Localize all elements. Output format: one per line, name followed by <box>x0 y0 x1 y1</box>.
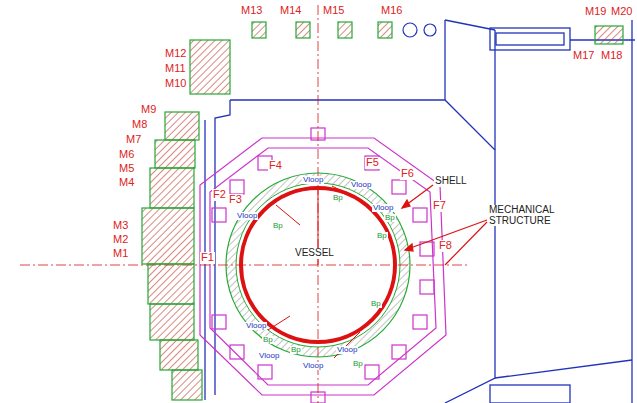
part-label: M18 <box>600 50 623 62</box>
part-label: Bp <box>332 194 344 202</box>
part-label: F5 <box>365 157 380 169</box>
part-label: M7 <box>125 134 142 146</box>
part-label: F6 <box>400 168 415 180</box>
part-label: Vloop <box>336 346 358 354</box>
part-label: Bp <box>370 300 382 308</box>
part-label: F4 <box>268 160 283 172</box>
part-label: M4 <box>118 177 135 189</box>
part-label: M20 <box>610 6 633 18</box>
part-label: Vloop <box>372 204 394 212</box>
part-label: F2 <box>212 189 227 201</box>
part-label: M10 <box>164 78 187 90</box>
part-label: M3 <box>112 220 129 232</box>
part-label: M19 <box>584 6 607 18</box>
part-label: M16 <box>380 5 403 17</box>
part-label: F7 <box>432 200 447 212</box>
part-label: Bp <box>376 232 388 240</box>
part-label: MECHANICAL STRUCTURE <box>488 205 576 226</box>
part-label: F3 <box>228 194 243 206</box>
part-label: Vloop <box>302 362 324 370</box>
part-label: M8 <box>131 119 148 131</box>
part-label: M13 <box>240 5 263 17</box>
part-label: VESSEL <box>294 248 335 259</box>
part-label: Vloop <box>350 181 372 189</box>
part-label: Vloop <box>236 212 258 220</box>
part-label: M17 <box>572 50 595 62</box>
part-label: Bp <box>290 346 302 354</box>
part-label: Bp <box>272 222 284 230</box>
part-label: F8 <box>438 240 453 252</box>
part-label: Bp <box>384 214 396 222</box>
part-label: M12 <box>164 48 187 60</box>
part-label: Vloop <box>302 176 324 184</box>
part-label: SHELL <box>434 176 468 187</box>
part-label: M14 <box>279 5 302 17</box>
part-label: Bp <box>262 336 274 344</box>
part-label: M9 <box>140 104 157 116</box>
part-label: M11 <box>164 63 187 75</box>
part-label: M1 <box>112 248 129 260</box>
part-label: Vloop <box>245 322 267 330</box>
part-label: M5 <box>118 163 135 175</box>
part-label: M15 <box>322 5 345 17</box>
part-label: Vloop <box>258 352 280 360</box>
part-label: M6 <box>118 149 135 161</box>
part-label: Bp <box>352 360 364 368</box>
part-label: F1 <box>200 252 215 264</box>
part-label: M2 <box>112 234 129 246</box>
